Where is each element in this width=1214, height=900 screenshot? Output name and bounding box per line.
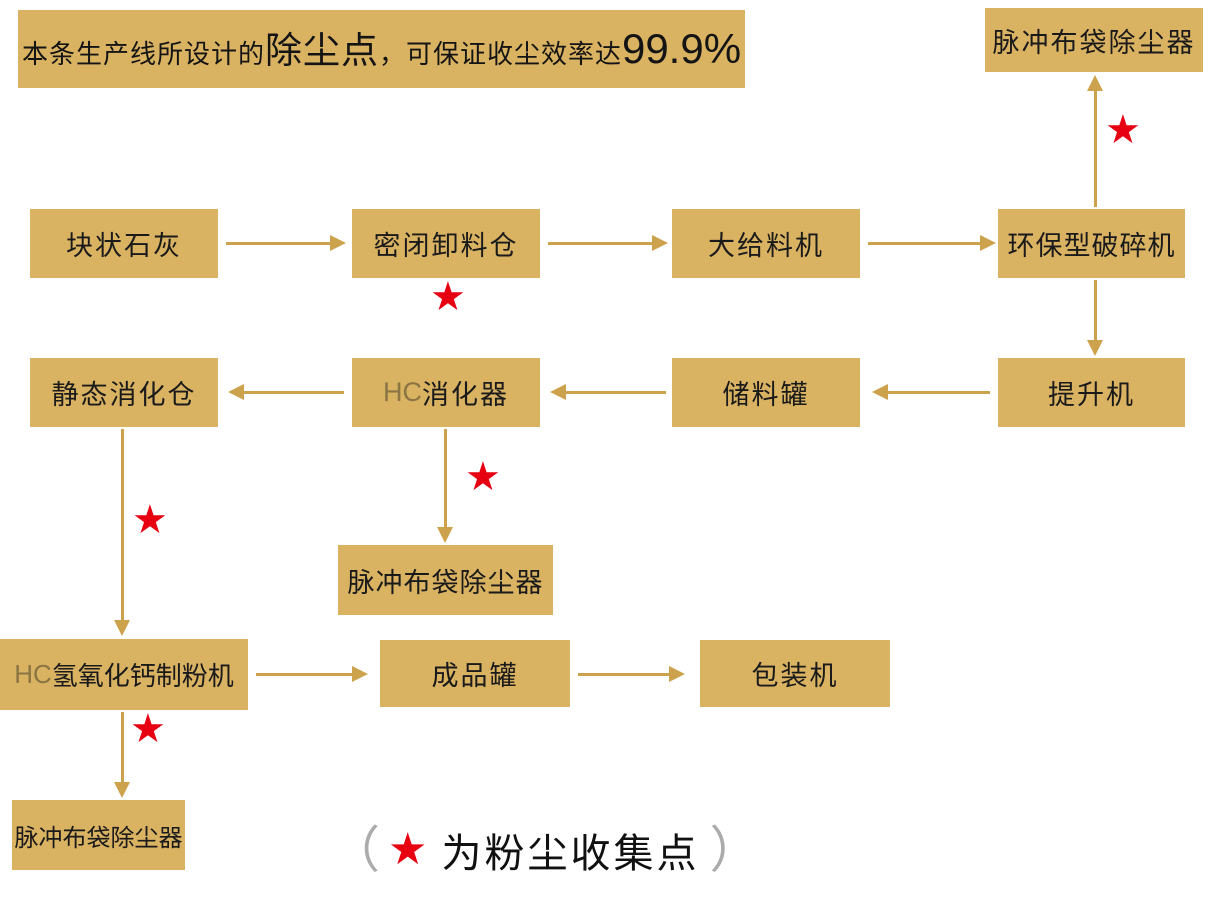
legend-label: 为粉尘收集点 (441, 832, 700, 876)
arrowhead-sealed-bin-to-feeder (652, 235, 668, 251)
arrowhead-elevator-to-storage-tank (872, 384, 888, 400)
arrow-product-tank-to-packer (578, 673, 669, 676)
arrowhead-hc-digester-to-dust-mid (437, 527, 453, 543)
banner-text-middle: ，可保证收尘效率达 (378, 39, 622, 69)
arrowhead-feeder-to-crusher (980, 235, 996, 251)
dust-star-crusher: ★ (1105, 107, 1141, 153)
arrowhead-crusher-to-elevator (1087, 340, 1103, 356)
arrow-hc-digester-to-static-silo (244, 391, 344, 394)
node-storage-tank: 储料罐 (672, 358, 860, 427)
arrowhead-hc-digester-to-static-silo (228, 384, 244, 400)
legend-close-paren: ） (709, 822, 760, 878)
hc-mill-prefix: HC (14, 659, 52, 689)
node-packing-machine: 包装机 (700, 640, 890, 707)
arrow-hc-mill-to-dust-bottom (121, 712, 124, 782)
arrow-feeder-to-crusher (868, 242, 980, 245)
arrow-elevator-to-storage-tank (888, 391, 990, 394)
node-dust-collector-bottom: 脉冲布袋除尘器 (12, 800, 185, 870)
dust-star-hc-mill: ★ (130, 706, 166, 752)
legend-open-paren: （ (330, 822, 380, 878)
arrowhead-static-silo-to-hc-mill (114, 620, 130, 636)
banner-text-prefix: 本条生产线所设计的 (21, 39, 265, 69)
legend-star-icon: ★ (388, 824, 428, 875)
node-static-digestion-silo: 静态消化仓 (30, 358, 218, 427)
dust-star-static-silo: ★ (132, 497, 168, 543)
arrow-crusher-to-dust-top (1094, 91, 1097, 207)
node-dust-collector-top: 脉冲布袋除尘器 (985, 8, 1203, 72)
arrowhead-storage-tank-to-hc-digester (550, 384, 566, 400)
arrow-hc-mill-to-product-tank (256, 673, 352, 676)
arrowhead-lump-lime-to-sealed-bin (330, 235, 346, 251)
arrow-crusher-to-elevator (1094, 280, 1097, 340)
arrow-hc-digester-to-dust-mid (444, 429, 447, 527)
arrow-lump-lime-to-sealed-bin (226, 242, 330, 245)
dust-star-sealed-bin: ★ (430, 274, 466, 320)
banner-text-highlight: 除尘点 (264, 30, 379, 71)
arrow-static-silo-to-hc-mill (121, 429, 124, 620)
node-eco-crusher: 环保型破碎机 (998, 209, 1185, 278)
arrowhead-product-tank-to-packer (669, 666, 685, 682)
arrowhead-crusher-to-dust-top (1087, 75, 1103, 91)
arrowhead-hc-mill-to-dust-bottom (114, 782, 130, 798)
node-big-feeder: 大给料机 (672, 209, 860, 278)
node-dust-collector-mid: 脉冲布袋除尘器 (338, 545, 553, 615)
node-product-tank: 成品罐 (380, 640, 570, 707)
hc-digester-prefix: HC (383, 377, 422, 407)
arrow-storage-tank-to-hc-digester (566, 391, 666, 394)
arrowhead-hc-mill-to-product-tank (352, 666, 368, 682)
legend: （ ★ 为粉尘收集点 ） (330, 818, 759, 882)
hc-mill-label: 氢氧化钙制粉机 (51, 661, 234, 691)
banner-text-percent: 99.9% (621, 25, 742, 72)
node-bucket-elevator: 提升机 (998, 358, 1185, 427)
hc-digester-label: 消化器 (422, 380, 509, 410)
node-sealed-discharge-bin: 密闭卸料仓 (352, 209, 540, 278)
dust-star-hc-digester: ★ (465, 454, 501, 500)
arrow-sealed-bin-to-feeder (548, 242, 652, 245)
node-lump-lime: 块状石灰 (30, 209, 218, 278)
